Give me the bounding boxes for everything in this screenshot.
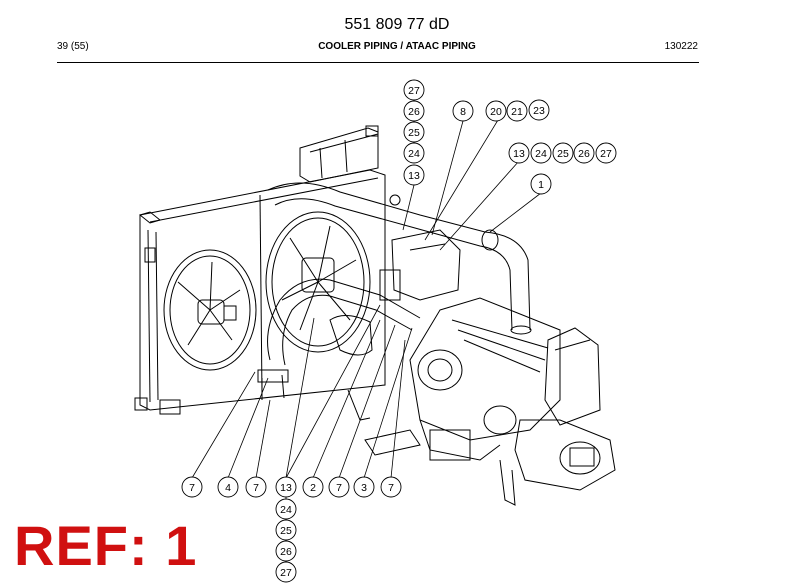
svg-text:26: 26	[280, 546, 292, 558]
callout-25-top: 25	[403, 121, 425, 143]
callout-21: 21	[506, 100, 528, 122]
svg-text:7: 7	[189, 482, 195, 494]
document-number: 551 809 77 dD	[344, 16, 450, 33]
callout-7-bottom-b: 7	[245, 476, 267, 498]
svg-text:27: 27	[408, 85, 420, 97]
callout-1: 1	[530, 173, 552, 195]
svg-text:13: 13	[408, 170, 420, 182]
callout-7-bottom-a: 7	[181, 476, 203, 498]
lower-cooler-pipe	[257, 278, 421, 400]
engine-mounts	[347, 389, 421, 456]
callout-7-bottom-c: 7	[328, 476, 350, 498]
svg-text:27: 27	[280, 567, 292, 579]
callout-26-right: 26	[573, 142, 595, 164]
svg-text:25: 25	[557, 148, 569, 160]
callout-24-right: 24	[530, 142, 552, 164]
svg-text:26: 26	[408, 106, 420, 118]
callout-3: 3	[353, 476, 375, 498]
callout-27-top: 27	[403, 79, 425, 101]
svg-text:25: 25	[280, 525, 292, 537]
revision-code: 130222	[664, 41, 698, 52]
svg-text:7: 7	[336, 482, 342, 494]
mounting-bracket	[379, 194, 461, 301]
svg-text:23: 23	[533, 105, 545, 117]
callout-13-top: 13	[403, 164, 425, 186]
callout-4: 4	[217, 476, 239, 498]
svg-text:7: 7	[253, 482, 259, 494]
callout-24-top: 24	[403, 142, 425, 164]
svg-text:7: 7	[388, 482, 394, 494]
callout-20: 20	[485, 100, 507, 122]
page-number: 39 (55)	[57, 41, 89, 52]
svg-text:13: 13	[513, 148, 525, 160]
callout-27-right: 27	[595, 142, 617, 164]
svg-text:13: 13	[280, 482, 292, 494]
svg-text:3: 3	[361, 482, 367, 494]
callout-26-top: 26	[403, 100, 425, 122]
svg-text:4: 4	[225, 482, 231, 494]
svg-text:1: 1	[538, 179, 544, 191]
callout-13-bottom: 13	[275, 476, 297, 498]
leader-lines	[191, 119, 542, 500]
svg-text:24: 24	[408, 148, 420, 160]
callout-7-bottom-d: 7	[380, 476, 402, 498]
fan-right	[265, 211, 371, 353]
callout-26-bottom: 26	[275, 540, 297, 562]
callout-27-bottom: 27	[275, 561, 297, 583]
expansion-tank	[299, 125, 379, 183]
engine-block	[409, 297, 561, 461]
svg-text:27: 27	[600, 148, 612, 160]
callout-23: 23	[528, 99, 550, 121]
section-title: COOLER PIPING / ATAAC PIPING	[318, 41, 476, 52]
fan-left	[163, 249, 257, 371]
callout-8: 8	[452, 100, 474, 122]
svg-text:2: 2	[310, 482, 316, 494]
svg-text:24: 24	[280, 504, 292, 516]
callout-2: 2	[302, 476, 324, 498]
svg-text:8: 8	[460, 106, 466, 118]
svg-text:25: 25	[408, 127, 420, 139]
svg-text:20: 20	[490, 106, 502, 118]
pump-housing	[499, 327, 616, 506]
callout-25-right: 25	[552, 142, 574, 164]
svg-text:26: 26	[578, 148, 590, 160]
callout-25-bottom: 25	[275, 519, 297, 541]
callout-24-bottom: 24	[275, 498, 297, 520]
ref-label: REF: 1	[14, 514, 198, 577]
svg-text:21: 21	[511, 106, 523, 118]
header-rule	[57, 62, 699, 63]
callout-13-right: 13	[508, 142, 530, 164]
svg-text:24: 24	[535, 148, 547, 160]
